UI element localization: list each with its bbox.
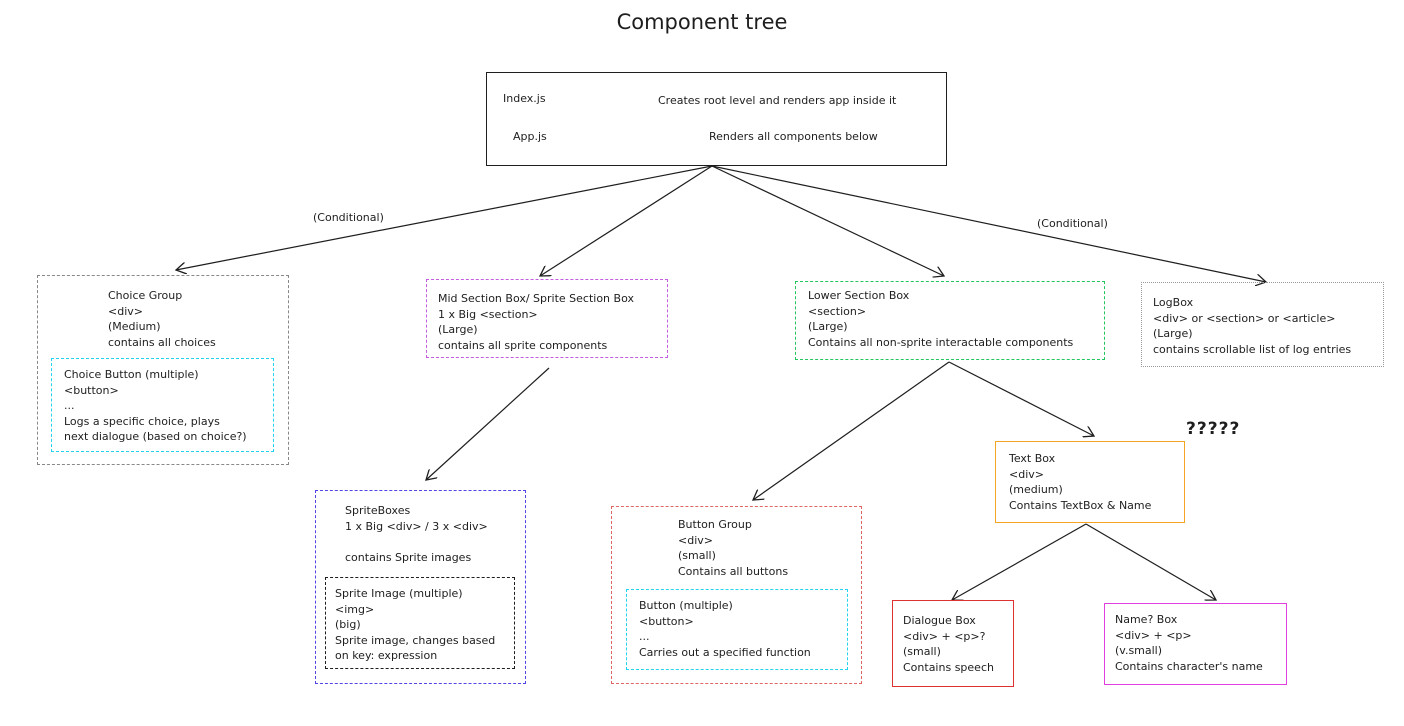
sprite-image-text: Sprite Image (multiple) <img> (big) Spri… <box>335 587 496 662</box>
button-group-text: Button Group <div> (small) Contains all … <box>678 518 789 578</box>
root-file-app: App.js <box>513 130 547 143</box>
text-box-text: Text Box <div> (medium) Contains TextBox… <box>1009 452 1152 512</box>
root-desc-app: Renders all components below <box>709 130 878 143</box>
choice-button-box <box>51 358 274 452</box>
choice-button-text: Choice Button (multiple) <button> ... Lo… <box>64 368 247 443</box>
edge-root-lower-section <box>711 165 944 276</box>
edge-label-conditional-left: (Conditional) <box>313 211 384 224</box>
root-file-index: Index.js <box>503 92 546 105</box>
choice-group-box <box>37 275 289 465</box>
edge-lower-text-box <box>948 361 1094 436</box>
name-box-box <box>1104 603 1287 685</box>
question-marks: ????? <box>1186 419 1241 439</box>
edge-root-log-box <box>711 165 1266 282</box>
lower-section-box <box>795 281 1105 360</box>
sprite-boxes-text: SpriteBoxes 1 x Big <div> / 3 x <div> co… <box>345 504 488 564</box>
root-desc-index: Creates root level and renders app insid… <box>658 94 897 107</box>
name-box-text: Name? Box <div> + <p> (v.small) Contains… <box>1115 613 1263 673</box>
edge-lower-button-group <box>753 361 950 500</box>
edge-text-dialogue <box>952 523 1087 600</box>
dialogue-box-text: Dialogue Box <div> + <p>? (small) Contai… <box>903 614 994 674</box>
text-box-box <box>995 441 1185 523</box>
edge-text-name <box>1085 523 1216 600</box>
dialogue-box-box <box>892 600 1014 687</box>
choice-group-text: Choice Group <div> (Medium) contains all… <box>108 289 216 349</box>
lower-section-text: Lower Section Box <section> (Large) Cont… <box>808 289 1074 349</box>
sprite-boxes-box <box>315 490 526 684</box>
sprite-image-box <box>325 577 515 669</box>
log-box-text: LogBox <div> or <section> or <article> (… <box>1153 296 1352 356</box>
edge-root-choice-group <box>176 165 713 270</box>
button-text: Button (multiple) <button> ... Carries o… <box>639 599 811 659</box>
edge-root-mid-section <box>540 165 713 276</box>
button-box <box>626 589 848 670</box>
log-box-box <box>1141 282 1384 367</box>
root-box <box>486 72 947 166</box>
button-group-box <box>611 506 862 684</box>
mid-section-text: Mid Section Box/ Sprite Section Box 1 x … <box>438 292 634 352</box>
diagram-title: Component tree <box>616 10 788 34</box>
mid-section-box <box>426 279 668 358</box>
edge-label-conditional-right: (Conditional) <box>1037 217 1108 230</box>
edge-mid-sprite-boxes <box>426 367 550 480</box>
